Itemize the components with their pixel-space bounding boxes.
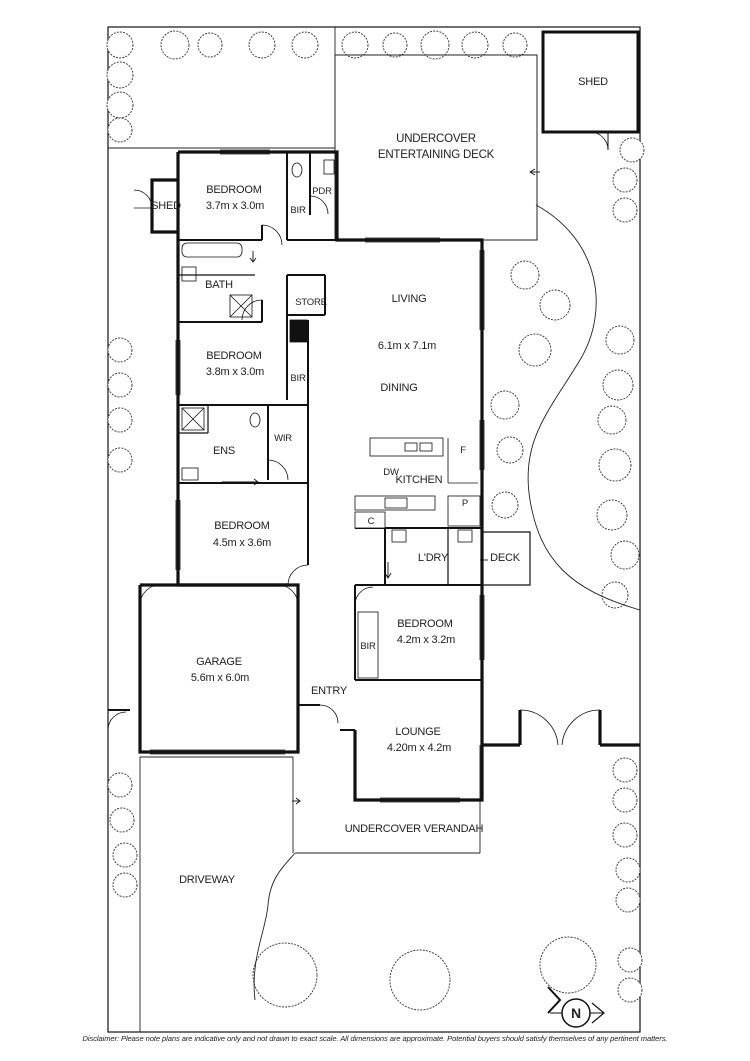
tree-icon [617,947,643,973]
tree-icon [596,499,628,531]
tree-icon [502,32,528,58]
room-name-shed-side: SHED [151,200,181,212]
compass-label: N [571,1005,581,1021]
room-name-dining: DINING [380,382,417,394]
entertaining-deck-outline [334,54,538,241]
tree-icon [107,372,133,398]
tree-icon [248,31,276,59]
room-name-bath: BATH [205,279,233,291]
tree-icon [615,857,641,883]
room-size-living: 6.1m x 7.1m [378,340,436,352]
tree-icon [601,581,629,609]
room-name-ens: ENS [213,445,235,457]
tree-icon [539,289,571,321]
room-name-laundry: L'DRY [418,552,449,564]
tree-icon [112,842,138,868]
room-size-bedroom3: 4.5m x 3.6m [213,537,271,549]
trees-group [106,30,645,1011]
room-name-bedroom4: BEDROOM [397,618,452,630]
tree-icon [112,872,138,898]
tree-icon [598,448,632,482]
room-name-bir2: BIR [290,373,306,384]
appliance-pantry: P [462,498,468,509]
tree-icon [612,197,638,223]
room-name-driveway: DRIVEWAY [179,874,236,886]
outdoor-lines [108,27,641,1032]
tree-icon [605,325,635,355]
tree-icon [491,491,519,519]
room-name-lounge: LOUNGE [395,726,440,738]
fixtures [181,159,481,679]
house-walls [108,150,640,802]
appliance-dw: DW [383,467,399,478]
room-size-bedroom2: 3.8m x 3.0m [206,366,264,378]
door-swings [107,189,601,746]
room-name-wir: WIR [274,433,292,444]
tree-icon [197,32,223,58]
tree-icon [490,390,520,420]
shed-top-structure [541,30,640,151]
room-name-deck-2: ENTERTAINING DECK [378,149,495,161]
property-boundary [107,26,641,1033]
room-size-garage: 5.6m x 6.0m [191,672,249,684]
room-name-verandah: UNDERCOVER VERANDAH [345,823,484,835]
tree-icon [107,117,133,143]
room-name-pdr: PDR [312,186,332,197]
room-name-deck-side: DECK [490,552,521,564]
room-name-bir3: BIR [360,641,376,652]
room-name-store: STORE [295,297,327,308]
room-name-shed-top: SHED [578,76,608,88]
room-name-bedroom3: BEDROOM [214,520,269,532]
room-name-living: LIVING [392,293,427,305]
room-size-lounge: 4.20m x 4.2m [387,742,451,754]
room-name-bir1: BIR [290,205,306,216]
compass-north-icon: N [547,986,605,1028]
tree-icon [382,32,408,58]
room-name-garage: GARAGE [196,656,242,668]
tree-icon [109,807,135,833]
room-name-deck-1: UNDERCOVER [396,133,476,145]
tree-icon [617,977,643,1003]
room-name-entry: ENTRY [311,685,348,697]
tree-icon [518,333,552,367]
tree-icon [612,822,638,848]
tree-icon [107,407,133,433]
tree-icon [612,167,638,193]
tree-icon [160,30,190,60]
tree-icon [539,936,597,994]
room-name-bedroom2: BEDROOM [206,350,261,362]
tree-icon [619,137,645,163]
room-name-kitchen: KITCHEN [396,474,443,486]
tree-icon [461,31,489,59]
tree-icon [107,337,133,363]
room-labels: SHED UNDERCOVER ENTERTAINING DECK BEDROO… [151,76,608,886]
arrows [222,168,540,805]
tree-icon [496,436,524,464]
tree-icon [341,31,369,59]
tree-icon [106,31,134,59]
room-size-bedroom4: 4.2m x 3.2m [397,634,455,646]
tree-icon [610,540,640,570]
room-size-bedroom1: 3.7m x 3.0m [206,200,264,212]
tree-icon [597,405,627,435]
appliance-fridge: F [460,445,466,456]
tree-icon [615,887,641,913]
tree-icon [602,369,634,401]
tree-icon [420,30,450,60]
windows [150,149,485,803]
tree-icon [291,31,319,59]
tree-icon [107,447,133,473]
tree-icon [389,949,451,1011]
tree-icon [612,757,638,783]
appliance-cupboard: C [368,516,375,527]
tree-icon [106,61,134,89]
disclaimer-text: Disclaimer: Please note plans are indica… [82,1034,668,1043]
tree-icon [107,772,133,798]
tree-icon [106,91,134,119]
room-name-bedroom1: BEDROOM [206,184,261,196]
tree-icon [252,942,318,1008]
tree-icon [510,260,540,290]
tree-icon [612,787,638,813]
